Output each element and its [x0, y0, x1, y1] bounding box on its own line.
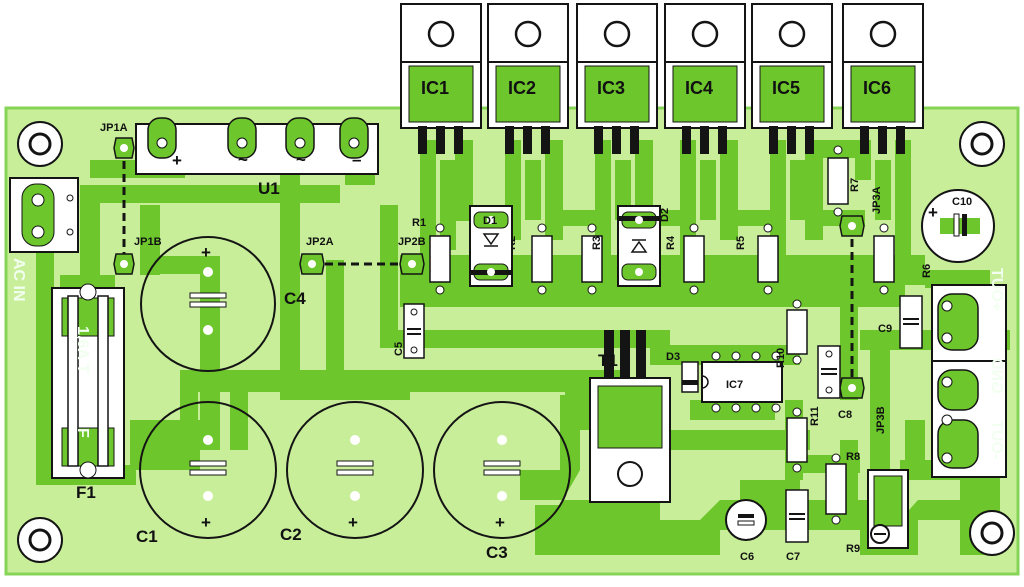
out-plus-label: +OUT: [988, 268, 1005, 311]
resistor-r4: R4: [665, 223, 705, 295]
c10-polarity: +: [928, 203, 938, 222]
diode-d1: D1: [469, 205, 513, 287]
c4-label: C4: [284, 289, 306, 308]
output-terminal-block: +OUT GND -OUT: [931, 268, 1007, 478]
mounting-hole-tl: [17, 121, 63, 167]
c6-label: C6: [740, 551, 754, 563]
resistor-r7: R7: [827, 145, 861, 217]
regulator-ic6: IC6: [842, 3, 924, 154]
r7-label: R7: [849, 178, 861, 192]
capacitor-c6: C6: [725, 499, 767, 563]
c2-polarity: +: [348, 513, 358, 532]
jp1a-label: JP1A: [100, 122, 128, 134]
mounting-hole-tr: [959, 121, 1005, 167]
jumper-wires: JP1A JP1B JP2A JP2B JP3A JP3B: [100, 122, 887, 434]
ic-label: IC2: [508, 78, 536, 98]
trimmer-r9: R9: [846, 469, 909, 555]
r9-label: R9: [846, 543, 860, 555]
r5-label: R5: [735, 236, 747, 250]
r11-label: R11: [809, 406, 821, 426]
c5-label: C5: [393, 342, 405, 356]
fuse-rating-label: 1,6A T: [74, 326, 91, 374]
r1-label: R1: [412, 217, 426, 229]
diode-d3: D3: [666, 351, 699, 393]
capacitor-c3: + C3: [433, 401, 571, 562]
resistor-r10: R10: [775, 299, 808, 368]
bridge-minus-label: –: [352, 150, 361, 169]
d3-label: D3: [666, 351, 680, 363]
c10-label: C10: [952, 196, 972, 208]
c7-label: C7: [786, 551, 800, 563]
c1-polarity: +: [201, 513, 211, 532]
capacitor-c10: + C10: [921, 189, 995, 263]
ic7-label: IC7: [726, 379, 743, 391]
c4-polarity: +: [201, 243, 211, 262]
t1-label: T1: [598, 351, 618, 370]
capacitor-c1: + C1: [136, 401, 277, 546]
capacitor-c4: + C4: [140, 236, 306, 372]
regulator-ic2: IC2: [487, 3, 569, 154]
regulator-ic4: IC4: [664, 3, 746, 154]
c3-polarity: +: [495, 513, 505, 532]
mounting-holes: [17, 121, 1015, 563]
resistor-r8: R8: [825, 451, 860, 525]
fuse-f-label: F: [74, 428, 91, 438]
transistor-t1: T1: [589, 330, 671, 503]
c9-label: C9: [878, 323, 892, 335]
jp3a-label: JP3A: [871, 186, 883, 214]
resistors: R1R2R3R4R5R6R7: [412, 145, 933, 295]
r4-label: R4: [665, 235, 677, 250]
capacitor-c8: C8: [817, 345, 852, 421]
ic-label: IC1: [421, 78, 449, 98]
regulator-ic3: IC3: [576, 3, 658, 154]
resistor-r1: R1: [412, 217, 451, 295]
d2-label: D2: [659, 208, 671, 222]
r10-label: R10: [775, 348, 787, 368]
capacitor-c7: C7: [785, 489, 809, 563]
gnd-label: GND: [988, 358, 1005, 394]
resistor-r3: R3: [581, 223, 603, 295]
jp3b-label: JP3B: [875, 406, 887, 434]
c3-label: C3: [486, 543, 508, 562]
r3-label: R3: [591, 236, 603, 250]
capacitor-c9: C9: [878, 295, 923, 349]
jp2a-label: JP2A: [306, 236, 334, 248]
ac-in-terminal: AC IN: [9, 177, 79, 302]
mounting-hole-bl: [17, 517, 63, 563]
diode-d2: D2: [617, 205, 671, 287]
ac-in-label: AC IN: [10, 258, 27, 302]
ic-label: IC4: [685, 78, 713, 98]
regulator-ic-row: IC1 IC2 IC3 IC4 IC5 IC6: [400, 3, 924, 154]
c2-label: C2: [280, 525, 302, 544]
ic-label: IC5: [772, 78, 800, 98]
bridge-ac2-label: ~: [296, 150, 306, 169]
c8-label: C8: [838, 409, 852, 421]
capacitor-c5: C5: [393, 303, 425, 359]
r6-label: R6: [921, 264, 933, 278]
jp2b-label: JP2B: [398, 236, 426, 248]
ic7-dip: IC7: [701, 351, 783, 413]
c1-label: C1: [136, 527, 158, 546]
ic-label: IC3: [597, 78, 625, 98]
out-minus-label: -OUT: [988, 420, 1005, 459]
r8-label: R8: [846, 451, 860, 463]
regulator-ic1: IC1: [400, 3, 482, 154]
bridge-ac1-label: ~: [238, 150, 248, 169]
ic-label: IC6: [863, 78, 891, 98]
capacitor-c2: + C2: [280, 401, 424, 544]
d1-label: D1: [483, 215, 497, 227]
resistor-r11: R11: [786, 406, 821, 473]
resistor-r6: R6: [873, 223, 933, 295]
u1-label: U1: [258, 179, 280, 198]
bridge-rectifier-u1: + ~ ~ – U1: [135, 117, 379, 198]
jp1b-label: JP1B: [134, 236, 162, 248]
resistor-r5: R5: [735, 223, 779, 295]
mounting-hole-br: [969, 510, 1015, 556]
bridge-plus-label: +: [172, 151, 182, 170]
fuse-f1: 1,6A T F F1: [51, 283, 125, 502]
regulator-ic5: IC5: [751, 3, 833, 154]
f1-label: F1: [76, 483, 96, 502]
